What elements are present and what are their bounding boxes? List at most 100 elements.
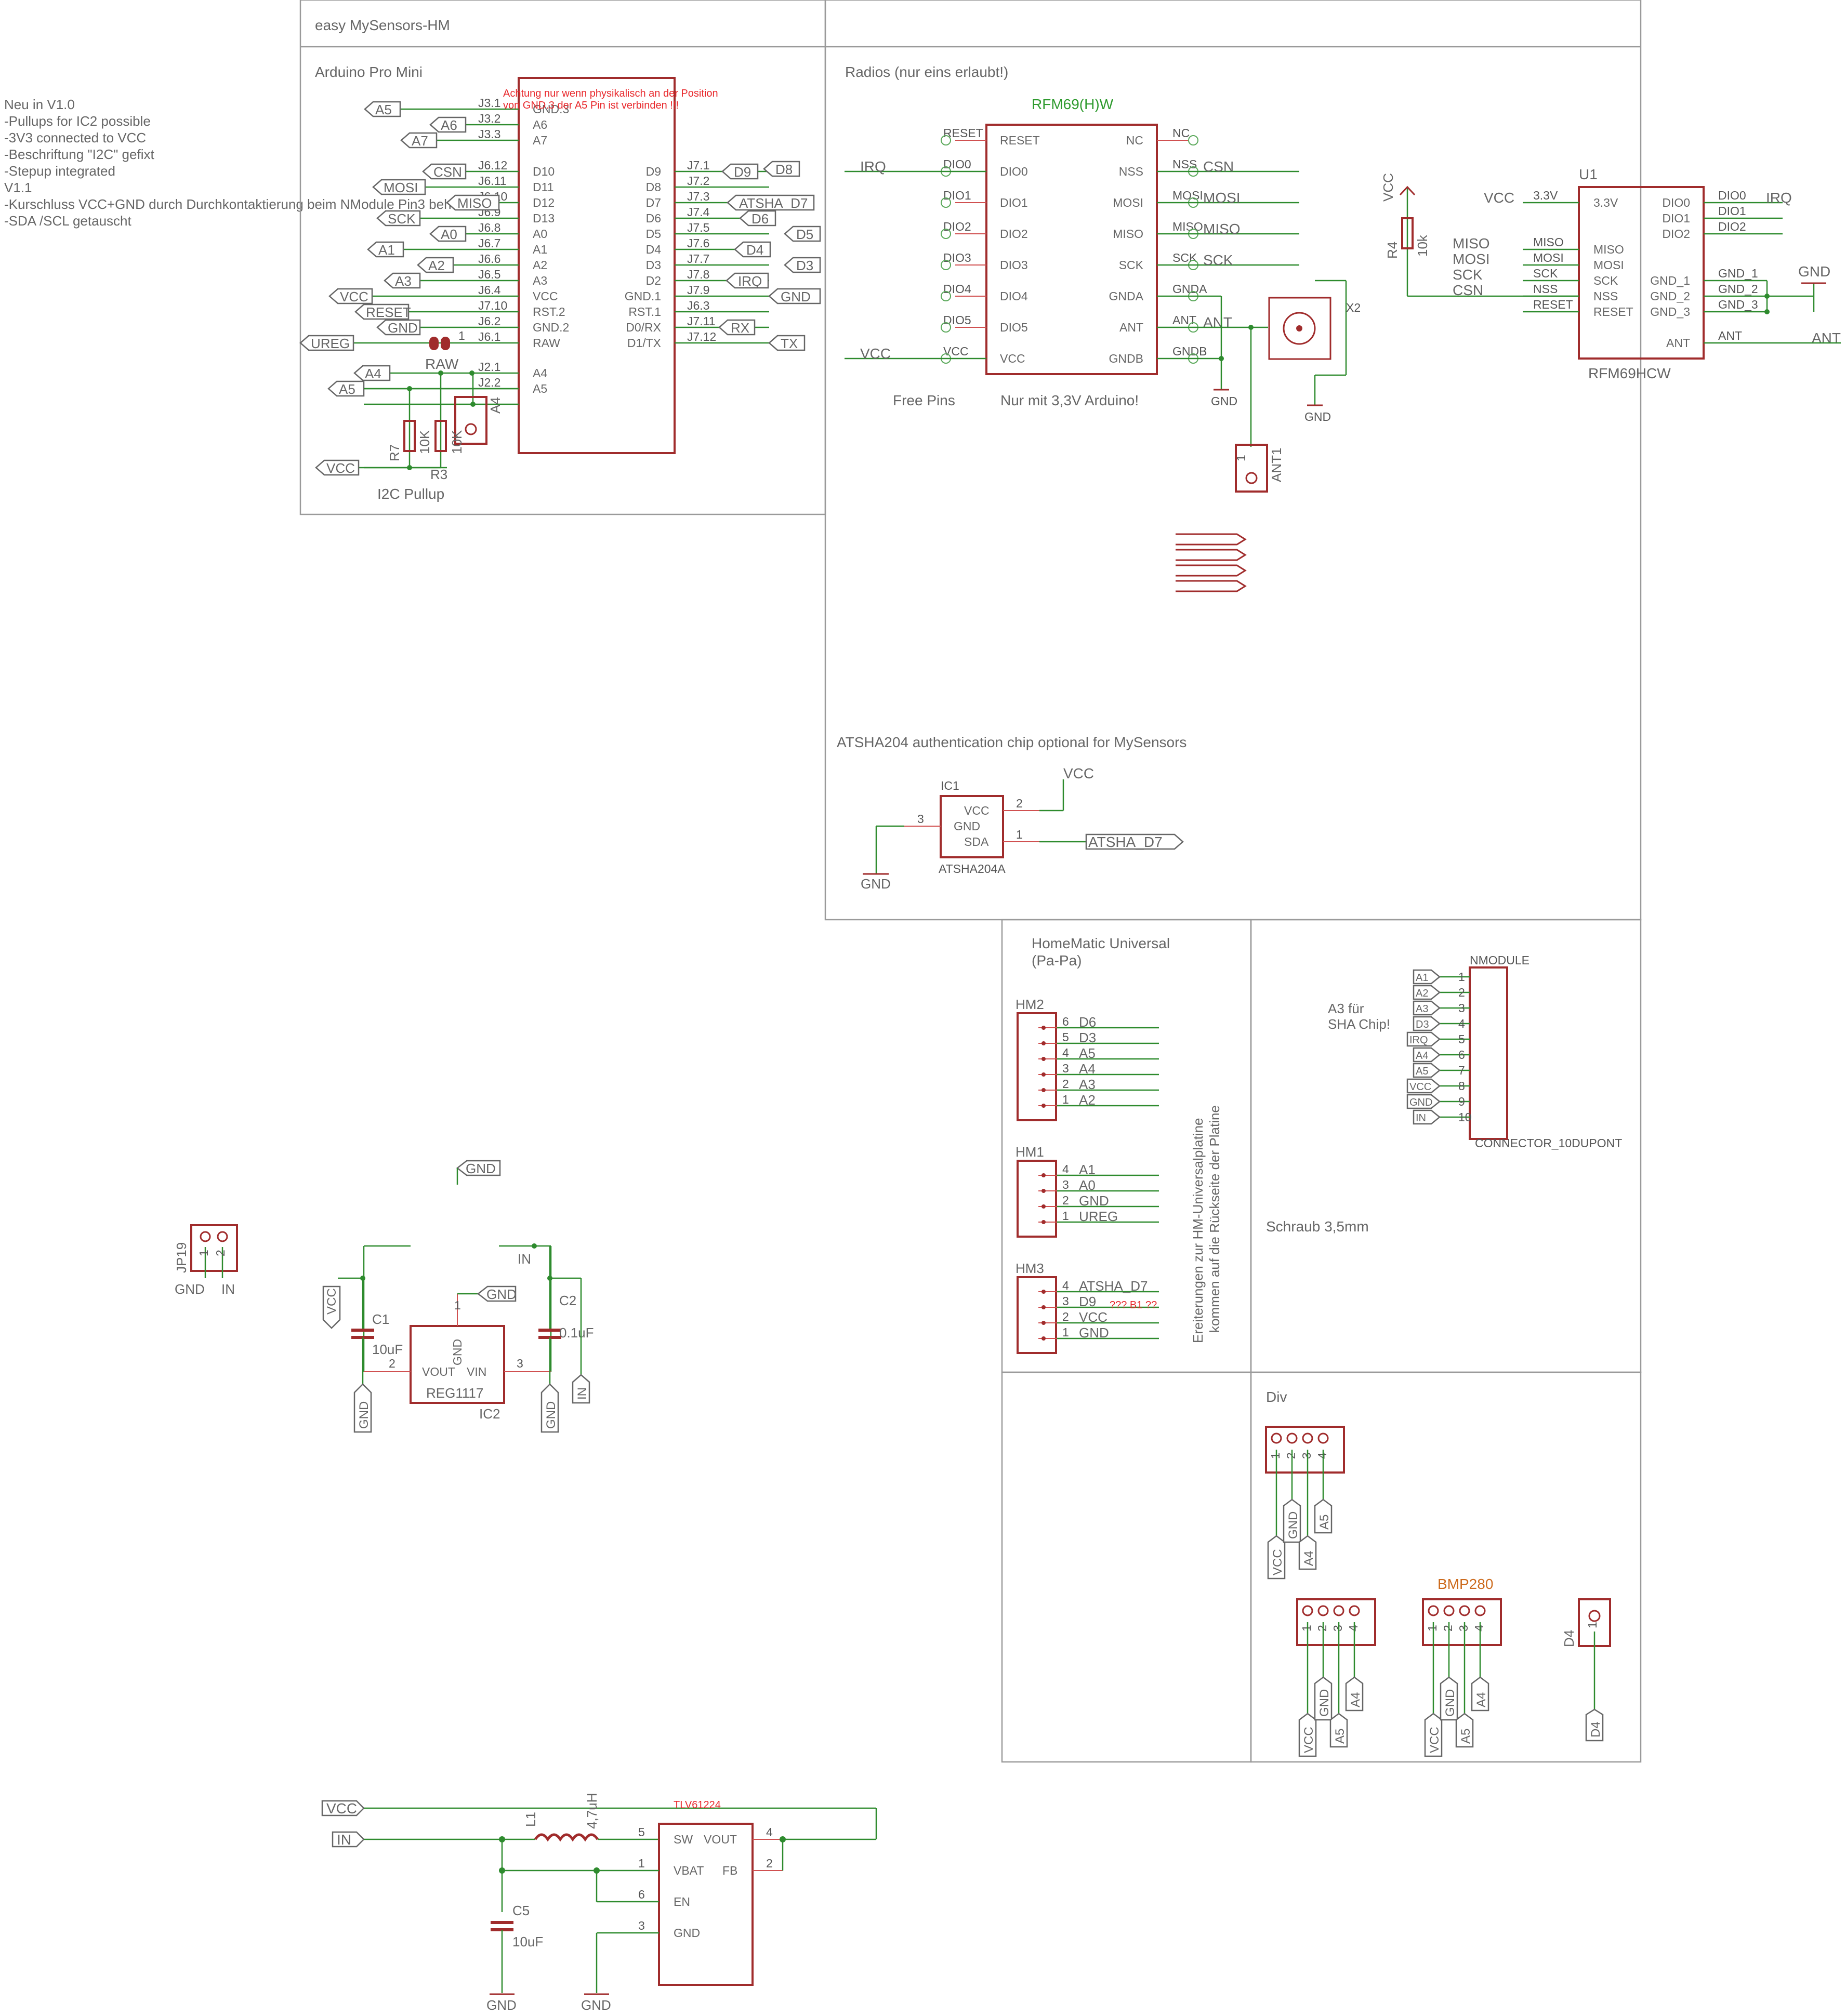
nmodule-flag: [1413, 969, 1441, 985]
inductor-l1: [534, 1833, 599, 1842]
ant1-pin: 1: [1234, 455, 1248, 461]
rfm69hcw-left-pin: RESET: [1593, 305, 1633, 319]
rfm69w-left-pin: DIO2: [1000, 227, 1028, 241]
sheet-frames: [299, 0, 1642, 1763]
jp19-pin2: 2: [214, 1250, 227, 1256]
rfm69w-right-net: SCK: [1172, 251, 1197, 264]
rfm69w-right-pin: MISO: [1113, 227, 1143, 241]
junction: [499, 1836, 505, 1842]
nmodule-pin-num: 1: [1458, 970, 1465, 984]
reg-vin: VIN: [467, 1365, 486, 1378]
arduino-flag-label: CSN: [433, 164, 462, 180]
div-flag: [1440, 1676, 1458, 1721]
arduino-left-pin-num: J6.8: [478, 221, 500, 234]
rfm69hcw-right-pin: ANT: [1666, 336, 1690, 350]
jumper-a4-pad: [465, 423, 477, 435]
reg-in-flag-label: IN: [575, 1387, 589, 1400]
hcw-gnd-label: GND: [1798, 263, 1830, 280]
atsha-name: ATSHA204A: [939, 862, 1006, 876]
rfm69w-left-pin: DIO5: [1000, 321, 1028, 334]
arduino-right-pin-num: J7.8: [687, 268, 709, 281]
arduino-flag-flag: [417, 257, 454, 273]
rfm69w-body: [985, 124, 1158, 375]
nmodule-part: CONNECTOR_10DUPONT: [1475, 1136, 1622, 1150]
hcw-sck-label: SCK: [1453, 267, 1483, 283]
c2-label: C2: [559, 1293, 576, 1308]
reg-name: REG1117: [426, 1385, 483, 1401]
reg-gnd-flag: [477, 1285, 517, 1302]
atsha-pin1: 1: [1016, 828, 1023, 841]
div-connector-pad: [1317, 1605, 1329, 1616]
arduino-right-pin-num: J7.7: [687, 252, 709, 266]
rfm69hcw-module: U1 RFM69HCW 3.3V3.3VMISOMISOMOSIMOSISCKS…: [1380, 166, 1841, 381]
arduino-left-pin-num: J7.10: [478, 299, 507, 312]
arduino-left-pin-num: J6.1: [478, 330, 500, 343]
arduino-flag-label: A7: [412, 133, 428, 149]
div-connector-pad: [1317, 1433, 1329, 1444]
hm-header-body: [1017, 1276, 1057, 1354]
resistor-r4: [1401, 217, 1414, 249]
hm-net-label: D3: [1079, 1030, 1096, 1045]
arduino-left-pin-name: A0: [533, 227, 547, 241]
hm-pin-num: 6: [1062, 1015, 1069, 1028]
div-flag: [1314, 1676, 1333, 1721]
jp19-pad2: [217, 1231, 228, 1242]
rfm69w-right-pin: MOSI: [1113, 196, 1143, 209]
arduino-right-pin-num: J7.9: [687, 283, 709, 297]
nmodule-flag: [1413, 1000, 1441, 1016]
div-flag: [1267, 1535, 1286, 1580]
arduino-left-pin-name: A4: [533, 366, 547, 380]
arduino-flag-label: GND: [388, 320, 418, 336]
arduino-right-pin-num: J7.2: [687, 174, 709, 188]
arduino-right-pins: J7.1D9J7.2D8J7.3D7J7.4D6J7.5D5J7.6D4J7.7…: [625, 158, 821, 351]
rfm69hcw-right-net: DIO1: [1718, 204, 1746, 218]
junction: [1764, 309, 1770, 314]
junction: [438, 370, 443, 376]
raw-jumper-left: [429, 337, 439, 350]
hm-pin-num: 2: [1062, 1310, 1069, 1323]
arduino-flag-label: A4: [365, 366, 381, 381]
arduino-right-flag-flag: [768, 288, 821, 304]
div-flag-label: GND: [1317, 1689, 1331, 1717]
vcc-arrow: [1399, 185, 1416, 196]
nmodule-flag-label: A3: [1416, 1003, 1428, 1015]
sck-label: SCK: [1203, 252, 1233, 268]
hm-header-label: HM3: [1016, 1261, 1044, 1276]
arduino-flag-label: A3: [395, 273, 412, 289]
rfm69w-right-pin: NSS: [1119, 165, 1143, 178]
hm-pin-dot: [1041, 1290, 1046, 1294]
hcw-miso-label: MISO: [1453, 235, 1490, 251]
vcc-label: VCC: [860, 346, 891, 362]
hm-pin-num: 2: [1062, 1193, 1069, 1207]
rfm69w-left-pin: VCC: [1000, 352, 1025, 365]
arduino-title: Arduino Pro Mini: [315, 64, 423, 80]
arduino-flag-flag: [364, 101, 401, 117]
nmodule-flag-label: A4: [1416, 1050, 1428, 1062]
r4-value: 10k: [1415, 234, 1430, 257]
div-flag-label: VCC: [1302, 1727, 1316, 1753]
arduino-left-pin-name: A1: [533, 243, 547, 256]
arduino-right-pin-name: D4: [646, 243, 662, 256]
rfm69hcw-left-net: SCK: [1533, 267, 1558, 280]
arduino-flag-label: A6: [441, 117, 457, 133]
stepup-gnd1: GND: [486, 1997, 517, 2013]
stepup-gnd2: GND: [581, 1997, 611, 2013]
d4-connector: D4 D4 1: [1561, 1598, 1611, 1742]
arduino-flag-label: MISO: [457, 195, 492, 211]
x2-ring: [1283, 312, 1316, 345]
rfm69w-right-pin: ANT: [1119, 321, 1143, 334]
rfm69w-left-net: DIO3: [943, 251, 971, 264]
div-flag: [1424, 1713, 1443, 1757]
jp19-label: JP19: [174, 1242, 189, 1273]
arduino-right-flag-flag: [734, 241, 771, 258]
nmodule-flag-label: IN: [1416, 1112, 1426, 1124]
arduino-right-flag-label: RX: [731, 320, 749, 336]
arduino-flag-label: UREG: [311, 336, 350, 351]
div-flag-label: A5: [1317, 1515, 1331, 1530]
pin-end: [1188, 135, 1198, 145]
rfm69hcw-right-pin: GND_1: [1650, 274, 1690, 287]
note-line: -Pullups for IC2 possible: [4, 113, 151, 129]
nmodule-pin-num: 9: [1458, 1095, 1465, 1108]
